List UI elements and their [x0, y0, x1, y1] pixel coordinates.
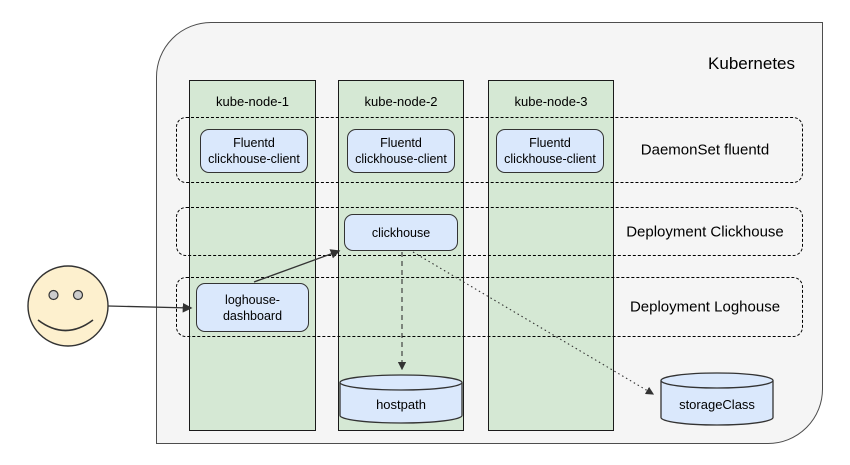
loghouse-dashboard-pod: loghouse- dashboard [196, 283, 309, 332]
pod-label-line: dashboard [222, 308, 283, 323]
group-label: Deployment Loghouse [629, 298, 781, 316]
fluentd-pod-node3: Fluentd clickhouse-client [496, 129, 604, 173]
group-label: Deployment Clickhouse [626, 223, 784, 240]
kubernetes-title: Kubernetes [708, 54, 795, 73]
pod-label-line: clickhouse-client [355, 152, 447, 166]
fluentd-pod-node2: Fluentd clickhouse-client [347, 129, 455, 173]
user-smiley-icon [27, 265, 109, 347]
group-label: DaemonSet fluentd [640, 141, 770, 159]
group-row-daemonset-fluentd: DaemonSet fluentd [176, 117, 803, 183]
pod-label-line: clickhouse [371, 225, 431, 240]
pod-label-line: Fluentd [233, 136, 275, 150]
group-row-deployment-clickhouse: Deployment Clickhouse [176, 207, 803, 256]
pod-label-line: clickhouse-client [208, 152, 300, 166]
pod-label-line: clickhouse-client [504, 152, 596, 166]
node-label: kube-node-3 [514, 93, 588, 109]
node-label: kube-node-1 [216, 93, 289, 109]
pod-label-line: Fluentd [380, 136, 422, 150]
pod-label-line: Fluentd [529, 136, 571, 150]
pod-label-line: loghouse- [225, 292, 280, 307]
clickhouse-pod: clickhouse [344, 214, 458, 251]
fluentd-pod-node1: Fluentd clickhouse-client [200, 129, 308, 173]
node-label: kube-node-2 [364, 93, 438, 109]
